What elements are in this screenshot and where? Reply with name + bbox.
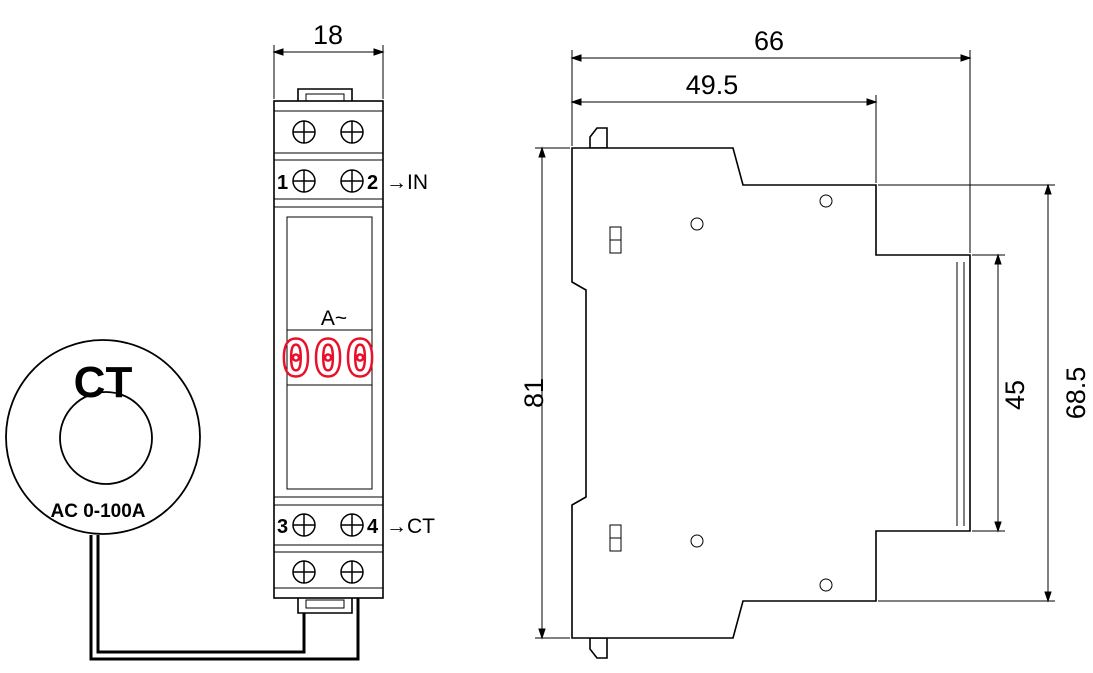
module-front-view: A~ 000 — [273, 88, 384, 614]
ct-wire-to-terminal-3 — [96, 525, 306, 654]
terminal-screw-2 — [340, 169, 364, 193]
side-hole — [819, 578, 833, 592]
terminal-label-1: 1 — [277, 172, 288, 194]
side-hole — [690, 217, 704, 231]
bottom-din-clip — [297, 598, 353, 614]
dimension-front-depth — [570, 95, 878, 183]
dimension-label-body-height: 68.5 — [1061, 367, 1091, 420]
terminal-screw-top-right — [340, 120, 364, 144]
terminal-screw-bottom-left — [292, 560, 316, 584]
terminal-screw-3 — [292, 513, 316, 537]
side-housing-outline — [571, 147, 971, 639]
dimension-label-rail-height: 45 — [1000, 380, 1030, 410]
ct-range-label: AC 0-100A — [50, 501, 145, 522]
terminal-label-4: 4 — [367, 516, 379, 538]
side-hole — [819, 194, 833, 208]
terminal-screw-top-left — [292, 120, 316, 144]
dimension-total-depth — [570, 50, 972, 253]
top-din-clip — [297, 88, 353, 101]
module-housing — [273, 100, 384, 599]
screw-terminals — [292, 120, 364, 584]
dimension-body-height — [878, 183, 1055, 603]
dimension-label-module-width: 18 — [313, 20, 343, 50]
terminal-label-3: 3 — [277, 516, 288, 538]
module-side-view — [571, 127, 971, 659]
terminal-screw-1 — [292, 169, 316, 193]
current-transformer: CT AC 0-100A — [5, 339, 201, 535]
dimension-rail-height — [972, 253, 1005, 533]
dimension-label-front-depth: 49.5 — [686, 70, 739, 100]
ct-connection-label: →CT — [386, 515, 435, 538]
terminal-label-2: 2 — [367, 172, 378, 194]
dimension-label-height: 81 — [519, 378, 549, 408]
input-label: →IN — [386, 171, 428, 194]
side-hole — [690, 534, 704, 548]
dimension-label-total-depth: 66 — [754, 26, 784, 56]
display-digit-area — [286, 329, 373, 386]
terminal-screw-4 — [340, 513, 364, 537]
display-unit-label: A~ — [321, 307, 347, 330]
dimension-module-width — [272, 45, 385, 99]
ct-title: CT — [74, 358, 133, 407]
display-reading: 000 — [281, 330, 377, 388]
side-bottom-latch — [589, 637, 608, 659]
dimension-height — [535, 146, 570, 640]
side-top-latch — [589, 127, 608, 149]
terminal-screw-bottom-right — [340, 560, 364, 584]
ct-inner-hole — [59, 391, 153, 485]
